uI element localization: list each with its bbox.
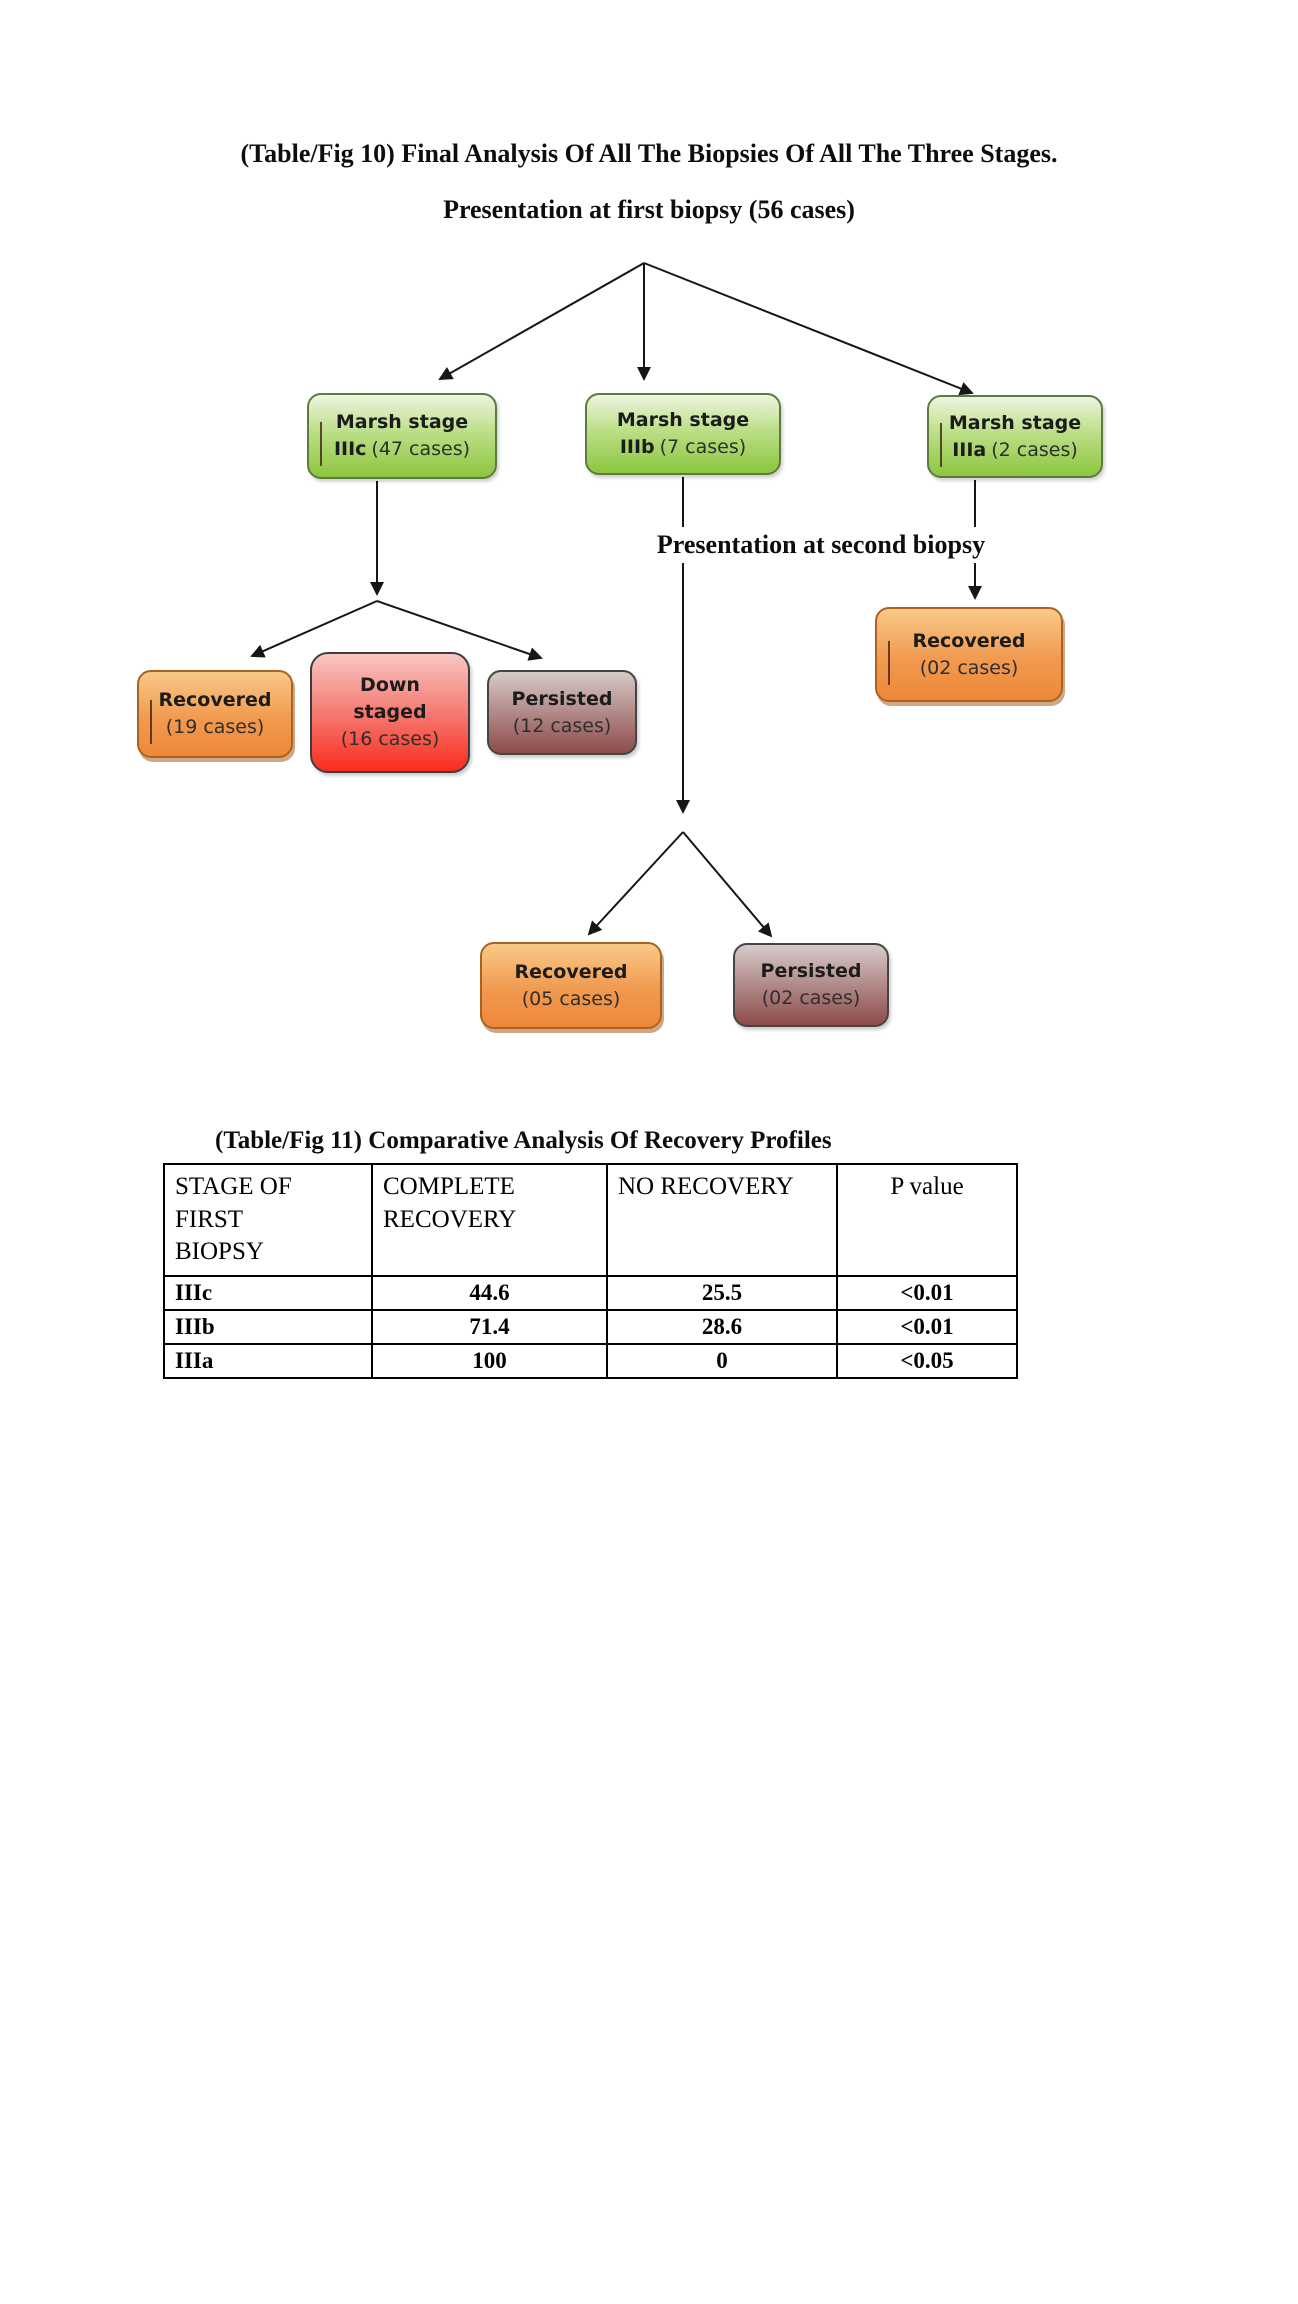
node-title: Marsh stage	[335, 411, 469, 433]
table-row: IIIc 44.6 25.5 <0.01	[163, 1274, 1018, 1311]
node-title: Recovered	[514, 960, 628, 983]
node-detail: IIIa(2 cases)	[952, 438, 1078, 461]
node-title: Persisted	[511, 687, 613, 710]
table-row: IIIb 71.4 28.6 <0.01	[163, 1308, 1018, 1345]
flow-node-marsh-stage-iiic: Marsh stage IIIc(47 cases)	[307, 393, 497, 479]
flow-node-marsh-stage-iiib: Marsh stage IIIb(7 cases)	[585, 393, 781, 475]
flow-node-recovered-02: Recovered (02 cases)	[875, 607, 1063, 702]
cell-no-recovery: 28.6	[606, 1308, 838, 1345]
node-title: Persisted	[760, 960, 862, 982]
node-title: Recovered	[158, 689, 272, 711]
cell-no-recovery: 0	[606, 1342, 838, 1379]
cell-p-value: <0.01	[836, 1308, 1018, 1345]
col-header-p-value: P value	[836, 1163, 1018, 1277]
flow-node-down-staged-16: Down staged (16 cases)	[310, 652, 470, 773]
connector-iiib-to-recovered05	[587, 831, 684, 936]
flow-node-persisted-12: Persisted (12 cases)	[487, 670, 637, 755]
node-title: Marsh stage	[948, 411, 1082, 434]
connector-iiic-to-persisted12	[376, 600, 543, 661]
fig11-title: (Table/Fig 11) Comparative Analysis Of R…	[215, 1127, 832, 1154]
flow-node-marsh-stage-iiia: Marsh stage IIIa(2 cases)	[927, 395, 1103, 478]
node-detail: (19 cases)	[165, 716, 265, 738]
node-detail: (02 cases)	[919, 656, 1019, 679]
col-header-complete-recovery: COMPLETE RECOVERY	[371, 1163, 608, 1277]
node-detail: IIIb(7 cases)	[619, 436, 747, 458]
node-detail: (12 cases)	[512, 714, 612, 737]
connector-iiic-to-recovered19	[250, 600, 378, 658]
recovery-profiles-table: STAGE OF FIRST BIOPSY COMPLETE RECOVERY …	[163, 1163, 1018, 1379]
cell-stage: IIIc	[163, 1274, 373, 1311]
cell-stage: IIIb	[163, 1308, 373, 1345]
cell-complete-recovery: 44.6	[371, 1274, 608, 1311]
node-detail: (02 cases)	[761, 987, 861, 1009]
col-header-no-recovery: NO RECOVERY	[606, 1163, 838, 1277]
flow-node-recovered-19: Recovered (19 cases)	[137, 670, 293, 758]
flow-node-recovered-05: Recovered (05 cases)	[480, 942, 662, 1029]
connector-root-to-iiic	[438, 262, 645, 380]
second-biopsy-label: Presentation at second biopsy	[631, 527, 1011, 563]
cell-p-value: <0.01	[836, 1274, 1018, 1311]
table-row: IIIa 100 0 <0.05	[163, 1342, 1018, 1379]
node-detail: Down staged (16 cases)	[340, 674, 440, 750]
flow-node-persisted-02: Persisted (02 cases)	[733, 943, 889, 1027]
fig10-title: (Table/Fig 10) Final Analysis Of All The…	[240, 139, 1058, 168]
cell-p-value: <0.05	[836, 1342, 1018, 1379]
node-title: Marsh stage	[616, 409, 750, 431]
cell-complete-recovery: 100	[371, 1342, 608, 1379]
node-detail: (05 cases)	[521, 987, 621, 1010]
cell-complete-recovery: 71.4	[371, 1308, 608, 1345]
node-detail: IIIc(47 cases)	[333, 438, 471, 460]
fig10-subtitle: Presentation at first biopsy (56 cases)	[443, 195, 855, 224]
cell-stage: IIIa	[163, 1342, 373, 1379]
node-title: Recovered	[912, 629, 1026, 652]
connector-iiib-to-persisted02	[682, 831, 773, 938]
connector-root-to-iiia	[643, 262, 974, 396]
cell-no-recovery: 25.5	[606, 1274, 838, 1311]
col-header-stage: STAGE OF FIRST BIOPSY	[163, 1163, 373, 1277]
table-header-row: STAGE OF FIRST BIOPSY COMPLETE RECOVERY …	[163, 1163, 1018, 1277]
flowchart-connectors	[250, 262, 982, 938]
